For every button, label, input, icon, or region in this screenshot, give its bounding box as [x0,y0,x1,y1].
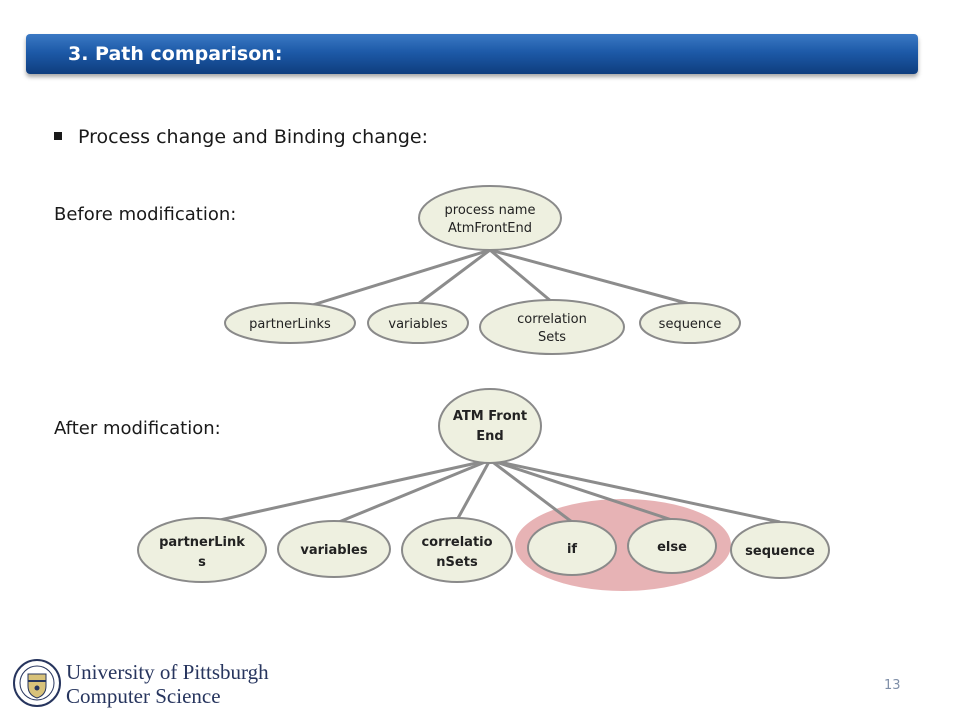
page-number: 13 [884,678,901,693]
after-node-variables: variables [277,520,391,578]
svg-text:Sets: Sets [538,330,566,345]
after-root-node: ATM Front End [438,388,542,464]
after-edge-sequence [489,458,781,524]
svg-text:variables: variables [388,317,447,332]
university-wordmark: University of Pittsburgh Computer Scienc… [66,660,269,708]
svg-text:correlation: correlation [517,312,587,327]
slide-title: 3. Path comparison: [68,43,283,65]
university-name: University of Pittsburgh [66,660,269,684]
svg-text:partnerLink: partnerLink [159,535,245,550]
bullet-text: Process change and Binding change: [78,126,429,148]
svg-text:sequence: sequence [659,317,722,332]
bullet-point: Process change and Binding change: [54,126,428,148]
before-node-partnerlinks: partnerLinks [224,302,356,344]
university-seal-icon [13,659,61,707]
svg-text:nSets: nSets [436,555,478,570]
bullet-square-icon [54,132,62,140]
title-bar: 3. Path comparison: [26,34,918,74]
before-node-variables: variables [367,302,469,344]
after-label: After modification: [54,418,221,439]
svg-text:if: if [567,542,577,557]
after-edge-partnerlinks [201,458,491,526]
after-tree: ATM Front End partnerLink s variables co… [137,388,830,591]
before-root-line1: process name [445,203,536,218]
before-node-correlationsets: correlation Sets [479,299,625,355]
before-node-sequence: sequence [639,302,741,344]
svg-text:s: s [198,555,206,570]
after-edge-else [489,458,673,522]
svg-text:sequence: sequence [745,544,815,559]
after-node-sequence: sequence [730,521,830,579]
before-tree: process name AtmFrontEnd partnerLinks va… [224,185,741,355]
before-root-node: process name AtmFrontEnd [418,185,562,251]
after-node-else: else [627,518,717,574]
before-edges [289,248,691,314]
after-node-correlationsets: correlatio nSets [401,517,513,583]
svg-text:variables: variables [300,543,367,558]
before-root-line2: AtmFrontEnd [448,221,532,236]
before-edge-sequence [489,248,691,306]
svg-text:partnerLinks: partnerLinks [249,317,331,332]
after-node-if: if [527,520,617,576]
before-label: Before modification: [54,204,237,225]
after-edge-variables [333,458,491,526]
department-name: Computer Science [66,684,221,708]
after-edges [201,458,781,526]
after-edge-correlationsets [455,459,492,521]
svg-text:correlatio: correlatio [421,535,492,550]
before-edge-partnerlinks [289,248,491,314]
before-edge-correlation [489,248,553,304]
after-node-partnerlinks: partnerLink s [137,517,267,583]
after-root-line2: End [476,429,503,444]
after-edge-if [489,458,573,524]
before-edge-variables [417,248,491,306]
svg-text:else: else [657,540,687,555]
after-root-line1: ATM Front [453,409,527,424]
